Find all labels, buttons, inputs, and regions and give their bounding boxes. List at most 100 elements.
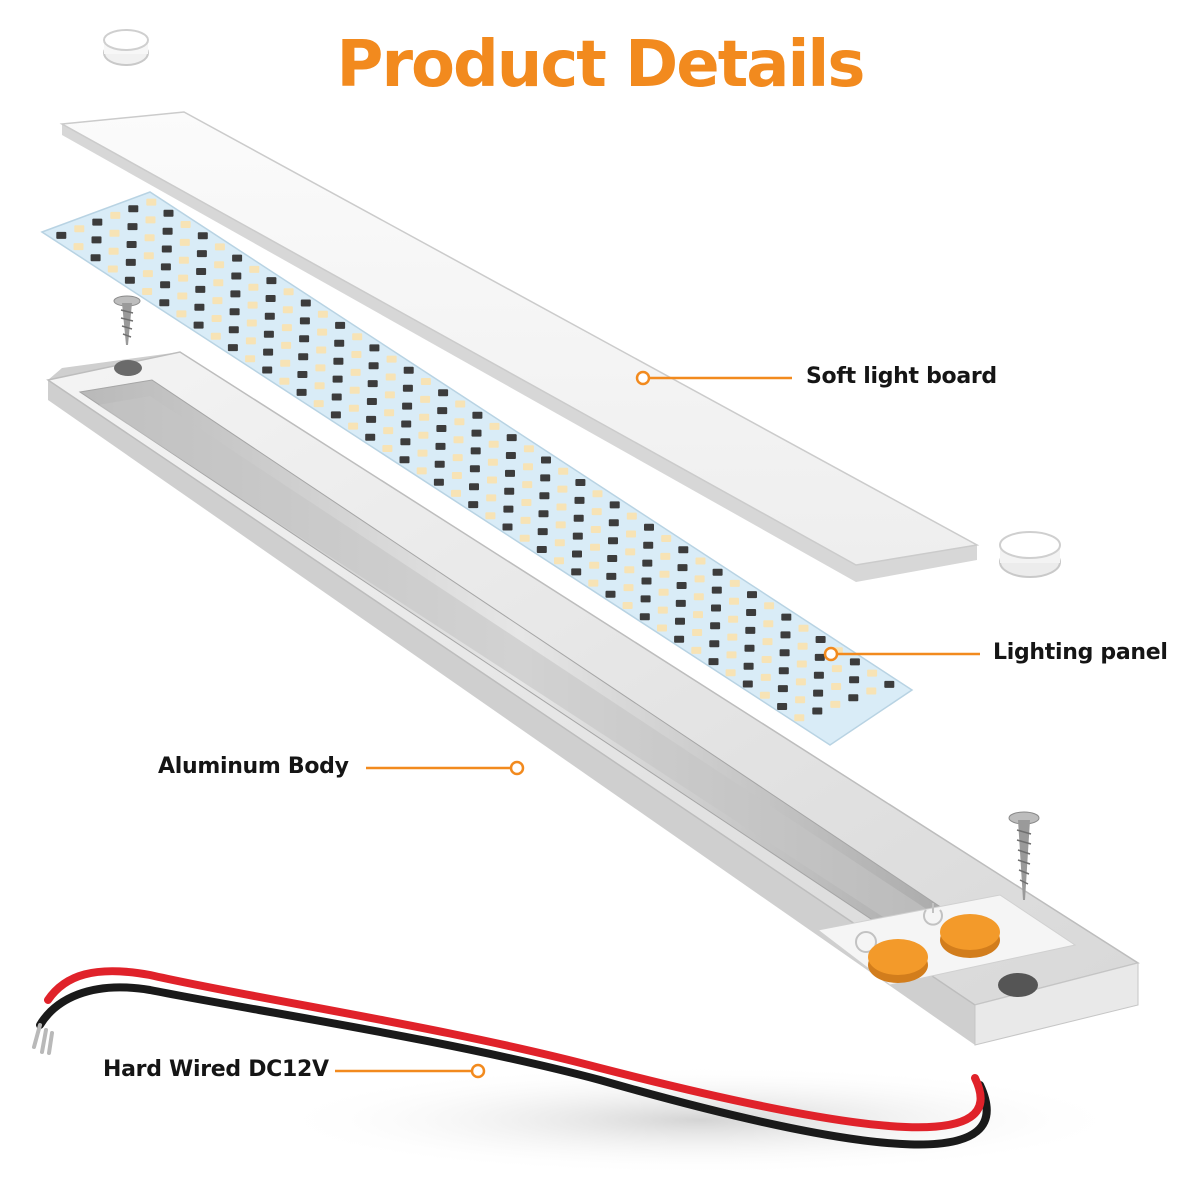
led-chip: [590, 526, 601, 533]
led-chip: [194, 303, 205, 311]
led-chip: [554, 557, 564, 565]
led-chip: [867, 669, 878, 677]
led-chip: [813, 671, 824, 679]
led-chip: [558, 467, 569, 475]
led-chip: [590, 543, 600, 551]
led-chip: [677, 564, 688, 572]
led-chip: [519, 534, 530, 542]
led-chip: [471, 429, 482, 437]
callout-aluminum-body: [366, 760, 525, 776]
led-chip: [674, 635, 685, 643]
led-chip: [214, 243, 225, 251]
led-chip: [487, 458, 498, 466]
led-chip: [644, 523, 654, 531]
led-chip: [778, 667, 789, 675]
led-chip: [798, 624, 809, 632]
led-chip: [485, 512, 496, 520]
led-chip: [521, 499, 532, 506]
led-chip: [368, 362, 379, 370]
led-chip: [607, 555, 618, 562]
callout-lighting-panel: [823, 646, 980, 662]
led-chip: [231, 272, 242, 280]
led-chip: [283, 288, 294, 296]
led-chip: [710, 622, 721, 630]
led-chip: [419, 413, 430, 421]
led-chip: [249, 265, 260, 273]
led-chip: [197, 232, 208, 240]
led-chip: [299, 335, 310, 343]
led-chip: [417, 449, 428, 457]
led-chip: [365, 433, 376, 441]
led-chip: [745, 626, 756, 634]
led-chip: [643, 541, 654, 549]
led-chip: [708, 658, 719, 666]
led-chip: [159, 299, 170, 307]
led-chip: [813, 689, 824, 697]
led-chip: [795, 696, 806, 704]
led-chip: [622, 602, 633, 609]
led-chip: [281, 341, 292, 349]
led-chip: [727, 633, 738, 641]
led-chip: [523, 445, 534, 453]
led-chip: [161, 245, 172, 253]
led-chip: [128, 205, 139, 213]
led-chip: [574, 496, 585, 504]
led-chip: [247, 301, 258, 309]
led-chip: [418, 431, 429, 439]
led-chip: [420, 395, 431, 403]
led-chip: [831, 683, 842, 690]
led-chip: [279, 377, 290, 385]
page-title: Product Details: [336, 28, 866, 102]
led-chip: [420, 378, 431, 385]
led-chip: [126, 241, 137, 248]
led-chip: [416, 467, 427, 475]
led-chip: [591, 508, 602, 516]
led-chip: [451, 489, 461, 497]
led-chip: [227, 344, 238, 352]
led-chip: [575, 479, 586, 486]
led-chip: [588, 579, 599, 587]
led-chip: [470, 447, 481, 455]
led-chip: [830, 700, 841, 708]
led-chip: [435, 442, 446, 450]
led-chip: [572, 550, 582, 558]
led-chip: [73, 243, 84, 251]
led-chip: [523, 463, 533, 471]
led-chip: [109, 229, 120, 237]
led-chip: [315, 364, 326, 372]
led-chip: [641, 577, 652, 585]
led-chip: [333, 357, 344, 365]
power-wire: [32, 967, 991, 1149]
led-chip: [107, 265, 118, 273]
led-chips: [56, 198, 895, 722]
led-chip: [453, 436, 464, 444]
led-chip: [709, 640, 720, 648]
callout-soft-light-board: [635, 370, 792, 386]
led-chip: [383, 427, 394, 435]
led-chip: [488, 440, 499, 448]
led-chip: [352, 333, 363, 341]
led-chip: [195, 285, 206, 293]
led-chip: [639, 613, 650, 621]
power-button[interactable]: [940, 914, 1000, 958]
led-chip: [536, 546, 547, 553]
callout-hard-wired: [335, 1063, 486, 1079]
led-chip: [777, 685, 788, 693]
led-chip: [541, 456, 551, 464]
led-chip: [384, 409, 395, 417]
led-chip: [349, 386, 360, 394]
led-chip: [91, 236, 102, 244]
led-chip: [246, 319, 257, 327]
mode-button[interactable]: [868, 939, 928, 983]
led-chip: [486, 494, 497, 502]
led-chip: [177, 292, 188, 300]
led-chip: [146, 198, 157, 206]
led-chip: [179, 238, 190, 246]
led-chip: [675, 617, 685, 625]
end-cap-bottom: [999, 531, 1061, 578]
led-chip: [642, 559, 653, 567]
led-chip: [124, 276, 135, 284]
led-chip: [624, 566, 635, 574]
led-chip: [831, 665, 842, 673]
led-chip: [385, 373, 396, 381]
